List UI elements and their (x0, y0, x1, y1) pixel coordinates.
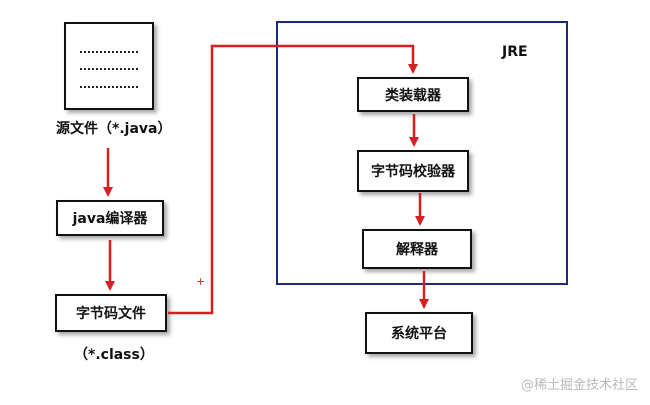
interpreter-label: 解释器 (396, 242, 438, 258)
watermark: @稀土掘金技术社区 (520, 378, 638, 393)
bytecode-verifier-box: 字节码校验器 (357, 150, 469, 192)
bytecode-verifier-label: 字节码校验器 (371, 164, 455, 180)
source-file-document (64, 22, 154, 110)
system-platform-box: 系统平台 (365, 312, 473, 354)
dotted-line (80, 86, 138, 88)
interpreter-box: 解释器 (362, 229, 472, 269)
jre-frame (276, 21, 568, 285)
dotted-line (80, 51, 138, 53)
system-platform-label: 系统平台 (391, 326, 447, 342)
java-compiler-box: java编译器 (56, 200, 164, 236)
bytecode-file-box: 字节码文件 (55, 294, 167, 332)
bytecode-ext-label: （*.class） (74, 347, 154, 363)
bytecode-file-label: 字节码文件 (76, 306, 146, 322)
dotted-line (80, 68, 138, 70)
class-loader-box: 类装载器 (357, 77, 469, 112)
source-file-label: 源文件（*.java） (56, 121, 172, 137)
java-compiler-label: java编译器 (72, 211, 148, 227)
class-loader-label: 类装载器 (385, 87, 441, 104)
arrow-bytecode-to-class-loader (168, 44, 418, 315)
jre-title: JRE (502, 44, 528, 60)
plus-marker: + (196, 275, 206, 288)
